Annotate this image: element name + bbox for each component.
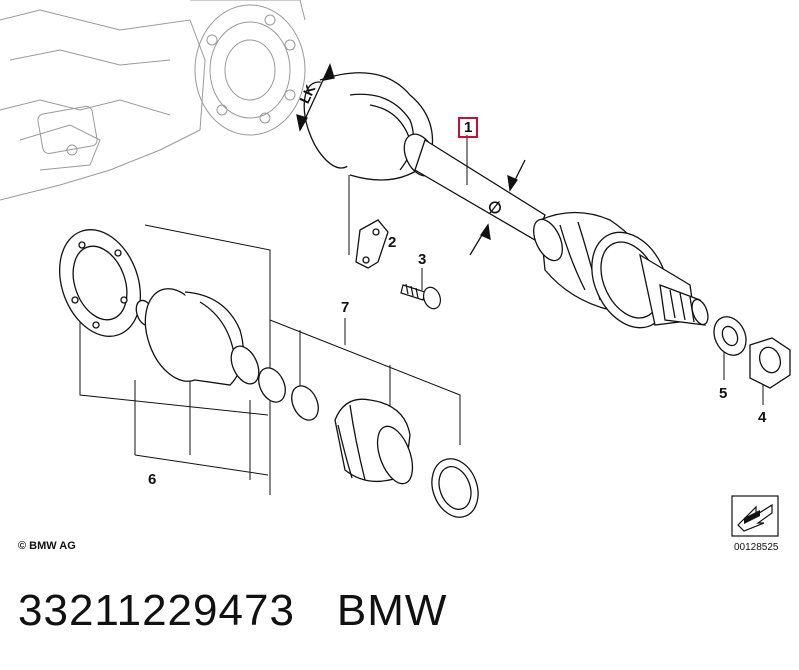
differential-housing <box>0 0 306 201</box>
bracket-part <box>355 219 389 269</box>
collar-nut-part <box>713 316 747 356</box>
diameter-dimension <box>469 159 526 256</box>
part-number: 33211229473 <box>18 586 295 635</box>
brand-name: BMW <box>336 586 448 635</box>
callout-1[interactable]: 1 <box>458 117 479 138</box>
screw-part <box>400 283 442 310</box>
copyright-notice: © BMW AG <box>18 540 76 552</box>
outer-boot-kit <box>334 398 479 518</box>
part-caption: 33211229473 BMW <box>18 586 489 636</box>
callout-5[interactable]: 5 <box>719 385 728 402</box>
lk-dimension <box>296 63 335 132</box>
callout-7[interactable]: 7 <box>341 299 350 316</box>
callout-6[interactable]: 6 <box>148 471 157 488</box>
callout-3[interactable]: 3 <box>418 251 427 268</box>
drive-shaft-assembly <box>303 72 709 329</box>
hex-nut-part <box>749 337 791 389</box>
repair-kit-joint-boot <box>58 229 319 421</box>
callout-2[interactable]: 2 <box>388 234 397 251</box>
navigation-arrow-icon <box>731 495 779 537</box>
diagram-number: 00128525 <box>734 542 779 553</box>
callout-4[interactable]: 4 <box>758 409 767 426</box>
diameter-label: ∅ <box>488 200 502 217</box>
